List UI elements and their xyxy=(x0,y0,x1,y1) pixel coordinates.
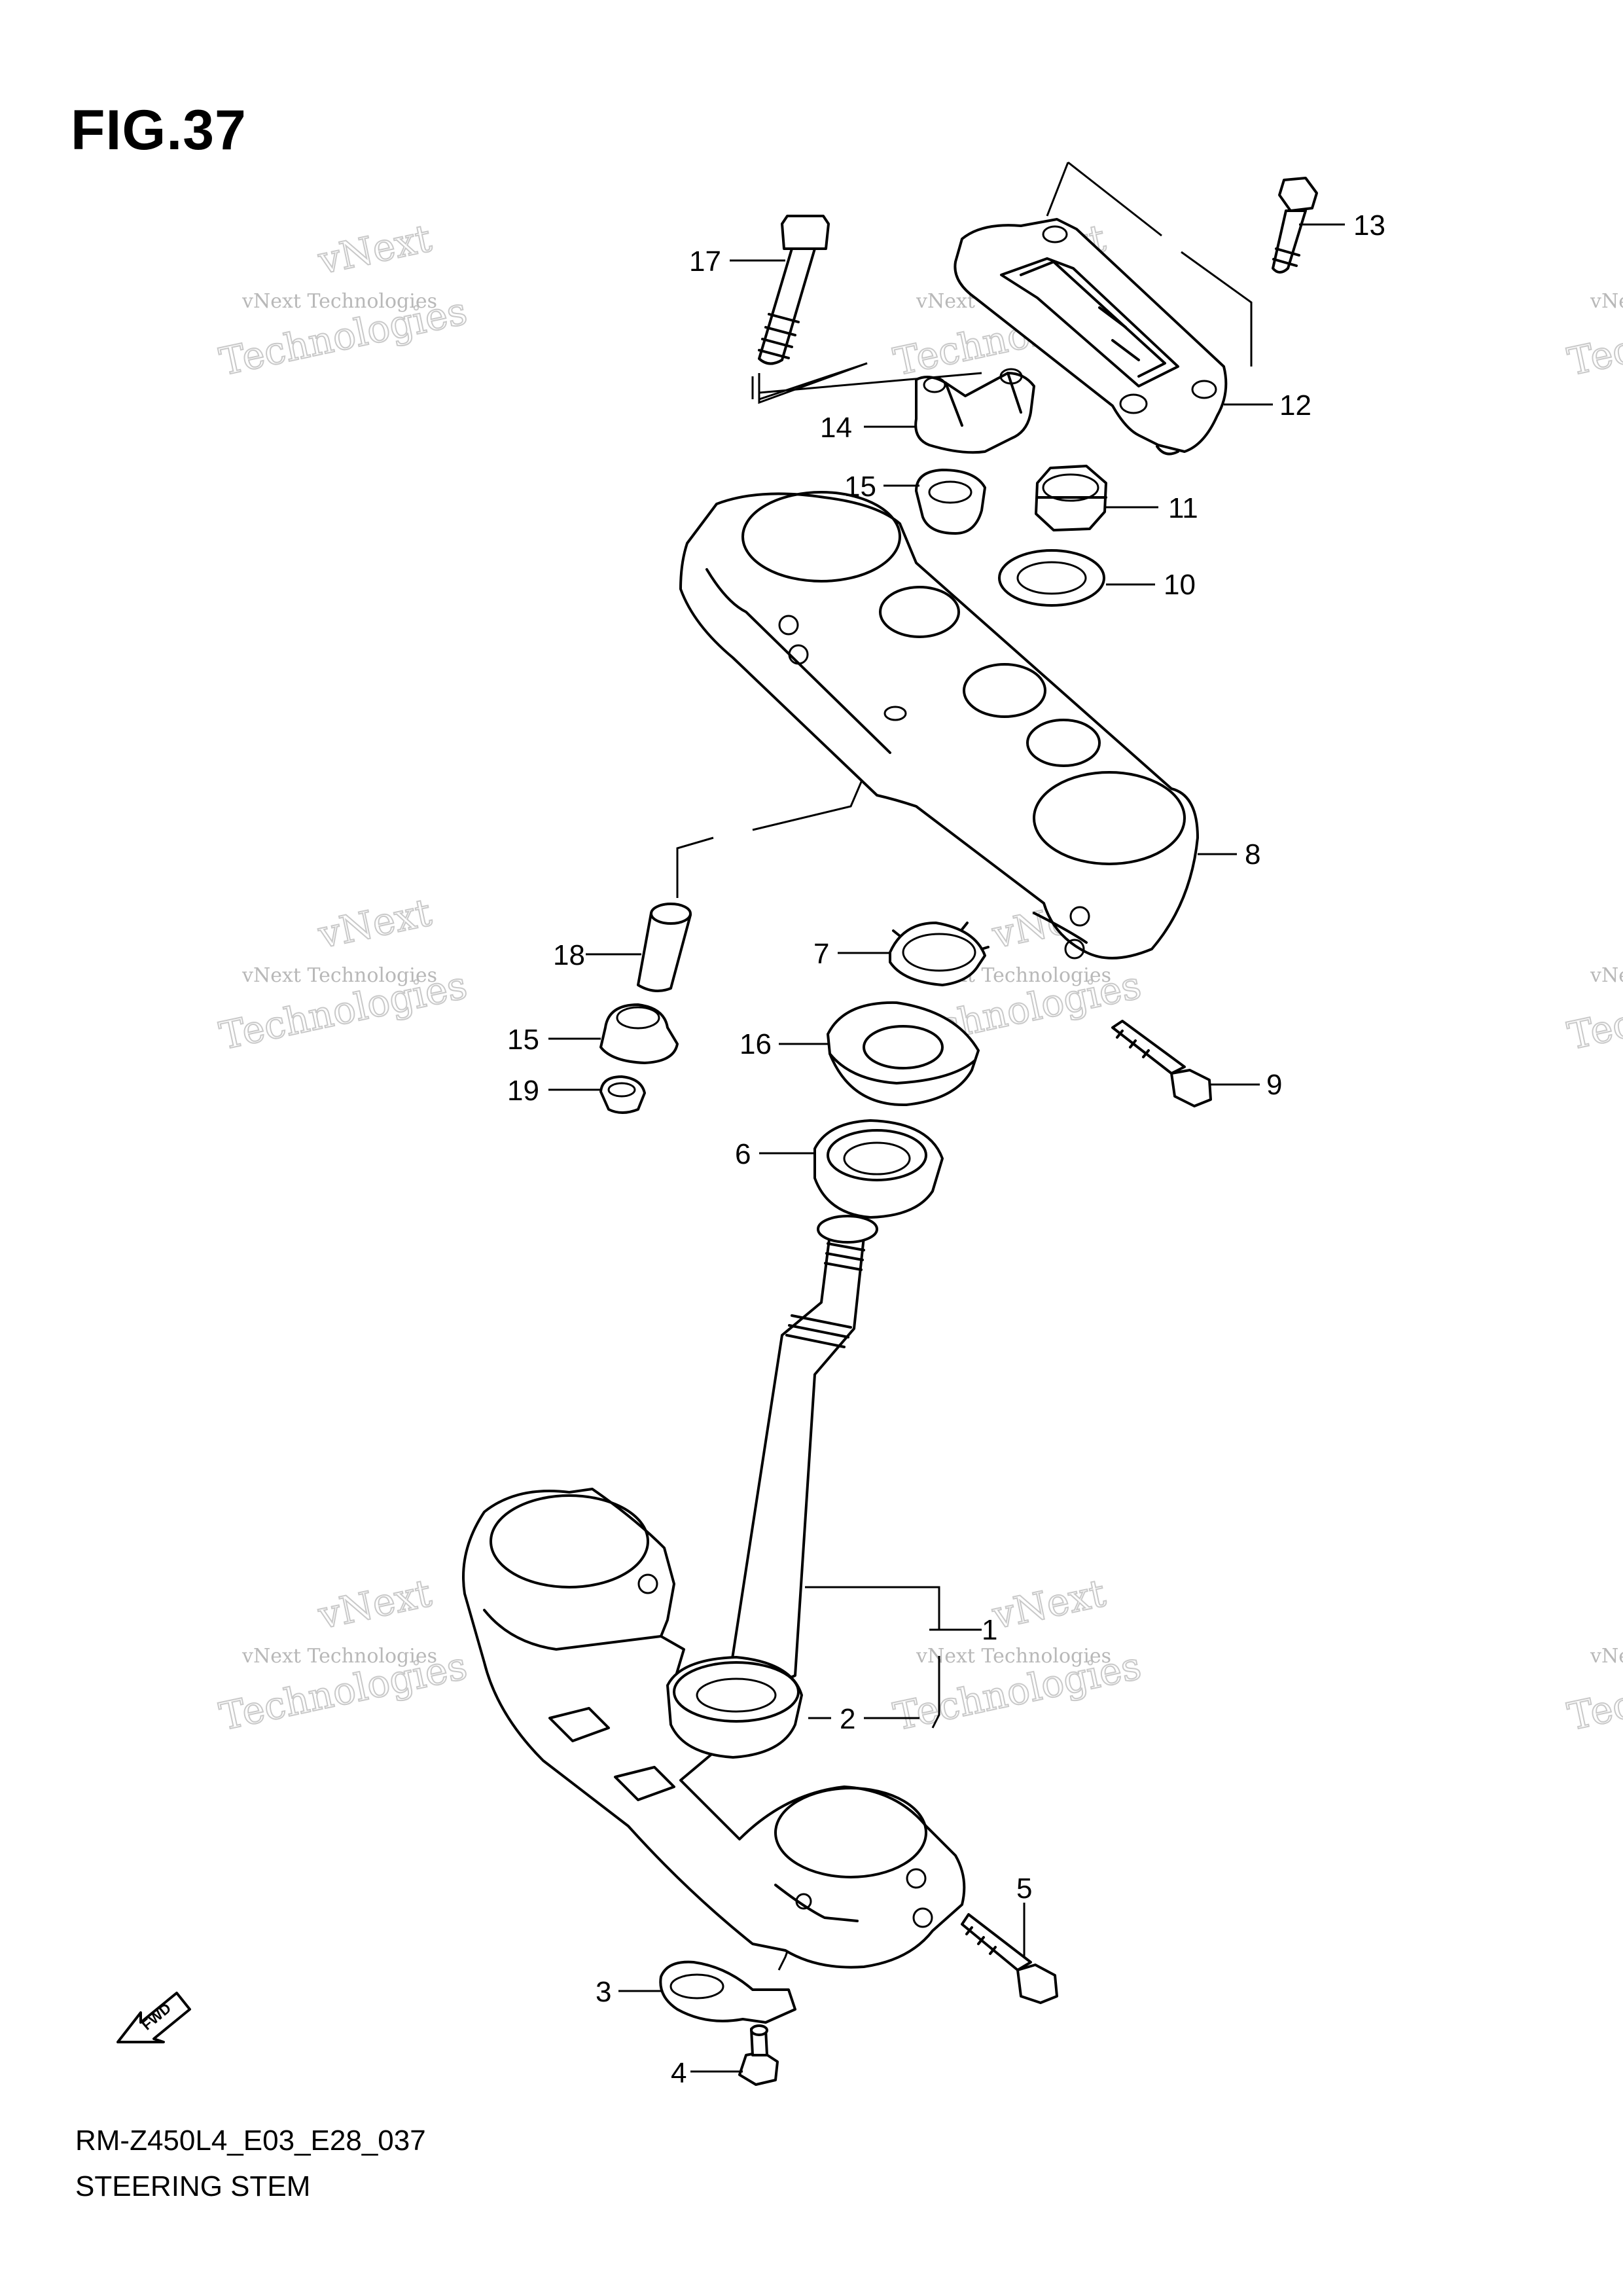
callout-1: 1 xyxy=(982,1614,997,1646)
watermark-text: vNext Technologies xyxy=(916,1645,1111,1668)
callout-12: 12 xyxy=(1279,389,1311,422)
watermark-text: vNext Technologies xyxy=(1590,290,1623,313)
part-5-bolt xyxy=(961,1913,1058,2004)
part-12-handlebar-clamp xyxy=(954,218,1228,456)
callout-5: 5 xyxy=(1016,1873,1032,1905)
callout-8: 8 xyxy=(1245,838,1260,870)
part-2-bearing-lower xyxy=(666,1656,803,1759)
callout-18: 18 xyxy=(553,939,585,971)
fwd-arrow-icon: FWD xyxy=(116,1992,191,2043)
watermark-text: vNext Technologies xyxy=(241,1645,437,1668)
callout-15-lower: 15 xyxy=(507,1024,539,1056)
callout-17: 17 xyxy=(689,245,721,278)
assembly-reference-lines xyxy=(676,161,1253,1971)
part-10-washer xyxy=(998,549,1105,607)
watermark-text: vNext Technologies xyxy=(1590,964,1623,987)
callout-16: 16 xyxy=(740,1028,772,1060)
callout-4: 4 xyxy=(671,2057,687,2089)
part-15-cushion-lower xyxy=(599,1003,679,1064)
part-15-cushion-upper xyxy=(915,469,986,535)
part-9-bolt xyxy=(1111,1020,1212,1107)
part-13-bolt xyxy=(1272,177,1318,274)
callout-15-upper: 15 xyxy=(844,471,876,503)
figure-title: FIG.37 xyxy=(71,99,247,162)
watermark-text: vNext xyxy=(988,1571,1109,1638)
callout-7: 7 xyxy=(813,938,829,970)
callout-11: 11 xyxy=(1168,492,1198,524)
figure-caption: STEERING STEM xyxy=(75,2170,311,2202)
watermark-text: vNext xyxy=(314,216,435,283)
part-4-screw xyxy=(738,2024,779,2086)
watermark-text: vNext xyxy=(314,1571,435,1638)
drawing-code: RM-Z450L4_E03_E28_037 xyxy=(75,2125,426,2157)
watermark-text: vNext Technologies xyxy=(1590,1645,1623,1668)
part-7-lock-nut xyxy=(889,922,990,986)
part-18-spacer-pipe xyxy=(637,903,692,992)
watermark-text: vNext xyxy=(314,890,435,958)
callout-labels: 1 2 3 4 5 6 7 8 9 10 11 12 13 14 15 15 1… xyxy=(507,209,1385,2089)
callout-2: 2 xyxy=(840,1703,855,1735)
callout-9: 9 xyxy=(1266,1069,1282,1101)
callout-14: 14 xyxy=(820,412,852,444)
callout-10: 10 xyxy=(1164,569,1196,601)
watermark-text: vNext Technologies xyxy=(241,290,437,313)
callout-3: 3 xyxy=(596,1976,611,2008)
part-11-stem-nut xyxy=(1035,465,1107,531)
part-16-dust-seal xyxy=(827,1001,980,1107)
callout-6: 6 xyxy=(735,1138,751,1170)
part-19-collar xyxy=(599,1075,646,1114)
part-8-upper-bracket xyxy=(679,491,1199,960)
part-14-handlebar-holder xyxy=(914,368,1035,454)
callout-13: 13 xyxy=(1353,209,1385,242)
callout-19: 19 xyxy=(507,1075,539,1107)
part-17-bolt xyxy=(758,215,830,365)
part-1-steering-stem xyxy=(462,1215,966,1969)
watermark-text: vNext Technologies xyxy=(241,964,437,987)
leader-lines xyxy=(548,223,1345,2073)
part-6-bearing-upper xyxy=(813,1119,944,1219)
part-3-hose-clamp xyxy=(659,1960,796,2024)
